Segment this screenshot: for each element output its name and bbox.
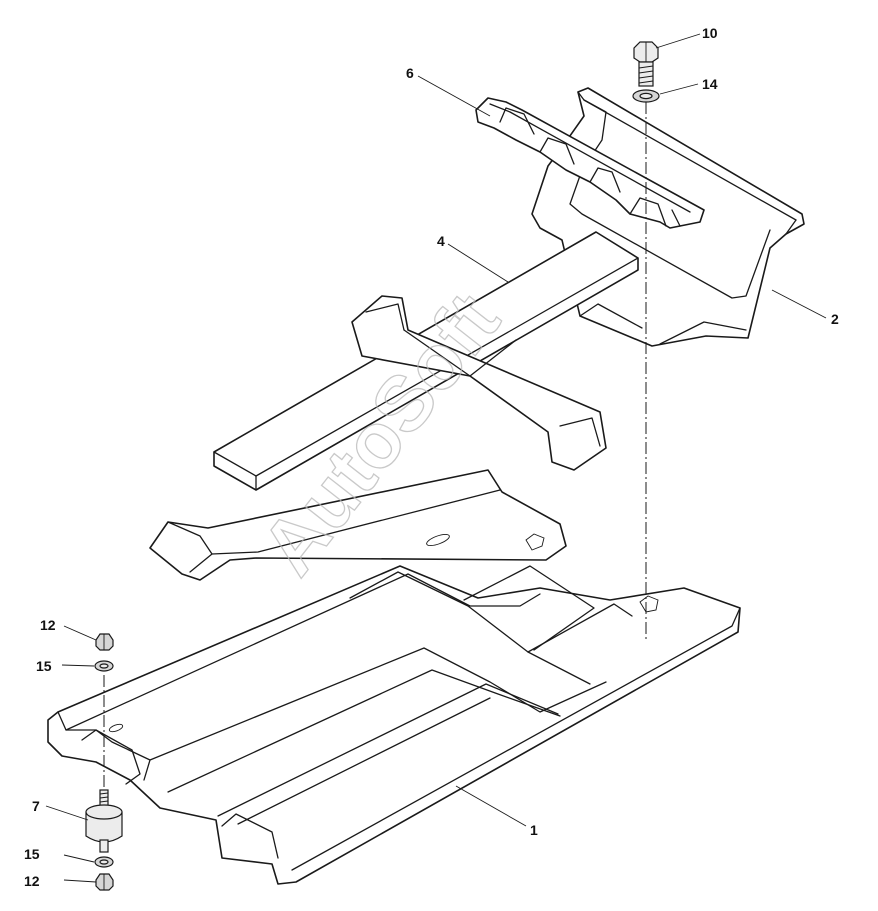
washer-15-bottom: [94, 856, 114, 868]
leader-lines: [45, 33, 827, 883]
nut-12-bottom: [95, 873, 114, 891]
vibration-mount-7: [85, 789, 123, 853]
callout-15-bottom: 15: [24, 846, 40, 862]
callout-12-top: 12: [40, 617, 56, 633]
part-saddle-strap: [351, 295, 607, 471]
callout-1: 1: [530, 822, 538, 838]
callout-7: 7: [32, 798, 40, 814]
callout-10: 10: [702, 25, 718, 41]
part-lower-strap: [149, 469, 567, 581]
callout-6: 6: [406, 65, 414, 81]
callout-15-top: 15: [36, 658, 52, 674]
nut-12-top: [95, 633, 114, 651]
callout-12-bottom: 12: [24, 873, 40, 889]
washer-14: [632, 89, 660, 103]
callout-2: 2: [831, 311, 839, 327]
callout-14: 14: [702, 76, 718, 92]
washer-15-top: [94, 660, 114, 672]
bolt-10: [633, 41, 659, 87]
part-1-base-tray: [47, 565, 741, 885]
callout-4: 4: [437, 233, 445, 249]
part-6-clamp-strip: [475, 97, 705, 229]
